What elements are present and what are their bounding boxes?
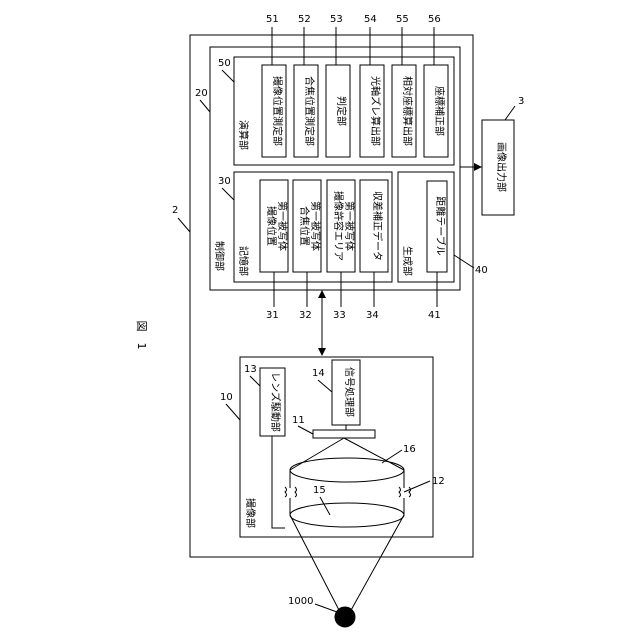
storage-item-number: 32 — [299, 310, 312, 321]
image-sensor — [313, 430, 375, 438]
signal-processing-number: 14 — [312, 368, 325, 379]
lens-group-number: 12 — [432, 476, 445, 487]
storage-item-label: 合焦位置 — [298, 206, 311, 246]
imaging-unit-label: 撮像部 — [244, 498, 257, 528]
lens-drive-line — [272, 436, 285, 528]
lens-bottom-ellipse — [290, 503, 404, 527]
image-output-number: 3 — [518, 96, 524, 107]
device-leader — [178, 218, 190, 232]
arithmetic-unit-number: 50 — [218, 58, 231, 69]
arith-module-label: 光軸ズレ算出部 — [369, 76, 382, 146]
arith-module-number: 54 — [364, 14, 377, 25]
image-output-leader — [505, 106, 515, 120]
signal-processing-label: 信号処理部 — [343, 367, 356, 417]
generation-unit-label: 生成部 — [401, 246, 414, 276]
ray-subject-right — [350, 515, 404, 612]
image-sensor-number: 11 — [292, 415, 305, 426]
storage-item-number: 34 — [366, 310, 379, 321]
device-number: 2 — [172, 205, 178, 216]
storage-item-number: 31 — [266, 310, 279, 321]
arith-module-number: 51 — [266, 14, 279, 25]
lens-top-ellipse — [290, 458, 404, 482]
figure-title: 図 1 — [135, 321, 148, 350]
arith-module-number: 53 — [330, 14, 343, 25]
arith-module-label: 合焦位置測定部 — [303, 76, 316, 146]
imaging-unit-leader — [226, 404, 240, 420]
arith-module-number: 56 — [428, 14, 441, 25]
lens-rear-number: 16 — [403, 444, 416, 455]
subject-number: 1000 — [288, 596, 313, 607]
distance-table-number: 41 — [428, 310, 441, 321]
storage-item-label: 第一被写体 — [276, 201, 289, 251]
arithmetic-unit-leader — [222, 70, 234, 82]
storage-item-label: 収差補正データ — [371, 191, 384, 261]
control-unit-label: 制御部 — [213, 241, 226, 271]
storage-item-number: 33 — [333, 310, 346, 321]
lens-front-leader — [320, 497, 330, 515]
device-box — [190, 35, 473, 557]
image-sensor-leader — [298, 426, 313, 434]
control-unit-leader — [200, 100, 210, 112]
subject-dot — [335, 607, 355, 627]
arith-module-label: 判定部 — [335, 96, 348, 126]
arith-module-number: 52 — [298, 14, 311, 25]
control-unit-number: 20 — [195, 88, 208, 99]
arith-module-label: 座標補正部 — [433, 86, 446, 136]
image-output-label: 画像出力部 — [495, 142, 508, 192]
generation-unit-leader — [454, 255, 474, 268]
storage-unit-number: 30 — [218, 176, 231, 187]
storage-item-label: 第一被写体 — [343, 201, 356, 251]
bidirectional-arrow-head-bottom — [318, 348, 326, 356]
storage-unit-leader — [222, 188, 234, 200]
arithmetic-unit-label: 演算部 — [237, 120, 250, 150]
arith-module-label: 撮像位置測定部 — [271, 76, 284, 146]
lens-group-leader — [404, 481, 430, 492]
lens-drive-label: レンズ駆動部 — [269, 372, 282, 432]
signal-processing-leader — [318, 380, 332, 392]
distance-table-label: 距離テーブル — [434, 196, 447, 255]
ray-left-upper — [290, 438, 344, 470]
arith-module-number: 55 — [396, 14, 409, 25]
imaging-unit-number: 10 — [220, 392, 233, 403]
lens-break-left — [285, 487, 297, 497]
generation-unit-number: 40 — [475, 265, 488, 276]
storage-unit-label: 記憶部 — [237, 246, 250, 276]
lens-rear-leader — [382, 450, 402, 463]
lens-front-number: 15 — [313, 485, 326, 496]
bidirectional-arrow-head-top — [318, 290, 326, 298]
storage-item-label: 第一被写体 — [309, 201, 322, 251]
subject-leader — [315, 604, 337, 612]
lens-drive-number: 13 — [244, 364, 257, 375]
storage-item-label: 撮像位置 — [265, 206, 278, 246]
storage-item-label: 撮像許容エリア — [332, 191, 345, 261]
arith-module-label: 相対座標算出部 — [401, 76, 414, 146]
output-arrow-head — [474, 163, 482, 171]
lens-drive-leader — [250, 376, 260, 386]
